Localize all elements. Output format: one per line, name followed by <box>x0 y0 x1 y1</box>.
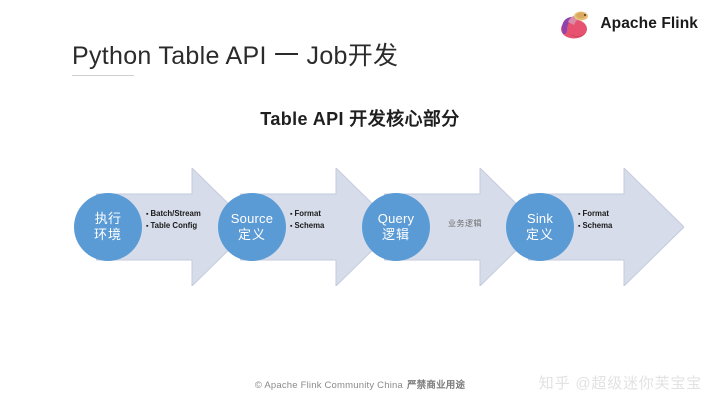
apache-flink-brand: Apache Flink <box>559 8 698 40</box>
bullet-item: Batch/Stream <box>146 208 200 220</box>
bullet-item: Format <box>290 208 324 220</box>
bullet-item: Schema <box>578 220 612 232</box>
title-divider <box>72 75 134 76</box>
step-circle-line2: 定义 <box>525 227 554 242</box>
step-bullets-4: Format Schema <box>578 208 612 233</box>
step-circle-line2: 环境 <box>93 227 122 242</box>
step-bullets-2: Format Schema <box>290 208 324 233</box>
bullet-item: Table Config <box>146 220 201 232</box>
footer-copyright: © Apache Flink Community China <box>254 380 403 391</box>
step-circle-line1: Query <box>377 210 415 226</box>
flow-diagram: 执行 环境 Batch/Stream Table Config Source 定… <box>0 168 720 298</box>
flow-step-4: Sink 定义 Format Schema <box>506 168 684 286</box>
step-circle-line1: Source <box>230 210 274 226</box>
flink-squirrel-icon <box>561 11 589 39</box>
step-circle-4: Sink 定义 <box>506 193 574 261</box>
step-circle-line1: 执行 <box>94 210 122 226</box>
zhihu-watermark: 知乎 @超级迷你芙宝宝 <box>538 375 702 392</box>
step-bullets-1: Batch/Stream Table Config <box>146 208 201 233</box>
step-circle-line1: Sink <box>526 210 554 226</box>
step-circle-line2: 定义 <box>237 227 266 242</box>
step-note-3: 业务逻辑 <box>448 219 482 228</box>
page-subtitle: Table API 开发核心部分 <box>260 109 460 129</box>
step-circle-3: Query 逻辑 <box>362 193 430 261</box>
step-circle-1: 执行 环境 <box>74 193 142 261</box>
brand-name-label: Apache Flink <box>600 15 698 32</box>
flow-step-1: 执行 环境 Batch/Stream Table Config <box>74 168 252 286</box>
bullet-item: Schema <box>290 220 324 232</box>
flow-step-3: Query 逻辑 业务逻辑 <box>362 168 540 286</box>
footer-notice: 严禁商业用途 <box>406 380 466 391</box>
step-circle-line2: 逻辑 <box>381 227 410 242</box>
page-title: Python Table API 一 Job开发 <box>72 42 399 70</box>
flow-step-2: Source 定义 Format Schema <box>218 168 396 286</box>
step-circle-2: Source 定义 <box>218 193 286 261</box>
bullet-item: Format <box>578 208 612 220</box>
